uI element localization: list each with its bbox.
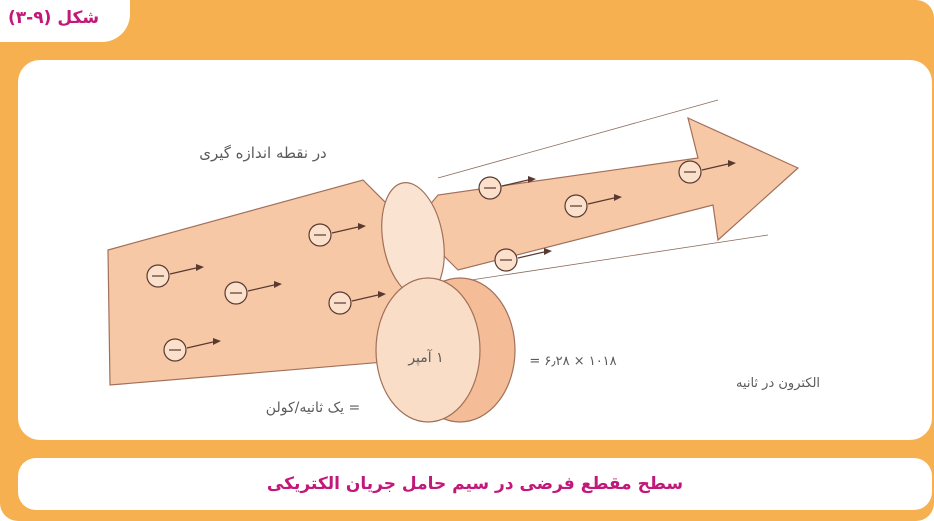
electron <box>163 338 221 362</box>
diagram-panel: در نقطه اندازه گیری ۱ آمپر = ۶٫۲۸ × ۱۰۱۸… <box>18 60 932 440</box>
disk-label: ۱ آمپر <box>407 349 443 366</box>
equation-coulomb: = یک ثانیه/کولن <box>266 400 360 416</box>
electron <box>678 160 736 184</box>
guide-line-bottom <box>457 234 769 283</box>
equation-electrons: = ۶٫۲۸ × ۱۰۱۸ <box>529 354 616 369</box>
electrons <box>146 160 736 362</box>
electron <box>308 223 366 247</box>
electron <box>494 248 552 272</box>
electron <box>478 176 536 200</box>
electron <box>564 194 622 218</box>
guide-line-top <box>437 99 719 179</box>
measurement-point-label: در نقطه اندازه گیری <box>199 144 327 162</box>
figure-label-tab: شکل (۹-۳) <box>0 0 130 42</box>
ampere-disk <box>375 277 481 423</box>
figure-label: شکل (۹-۳) <box>8 8 100 28</box>
electrons-per-second-label: الکترون در ثانیه <box>736 376 820 391</box>
electron <box>224 281 282 305</box>
electron <box>146 264 204 288</box>
wire-right-arrow <box>412 116 800 271</box>
current-wire-diagram: در نقطه اندازه گیری ۱ آمپر = ۶٫۲۸ × ۱۰۱۸… <box>107 99 820 423</box>
caption-box: سطح مقطع فرضی در سیم حامل جریان الکتریکی <box>18 458 932 510</box>
figure-caption: سطح مقطع فرضی در سیم حامل جریان الکتریکی <box>266 474 684 494</box>
electron <box>328 291 386 315</box>
